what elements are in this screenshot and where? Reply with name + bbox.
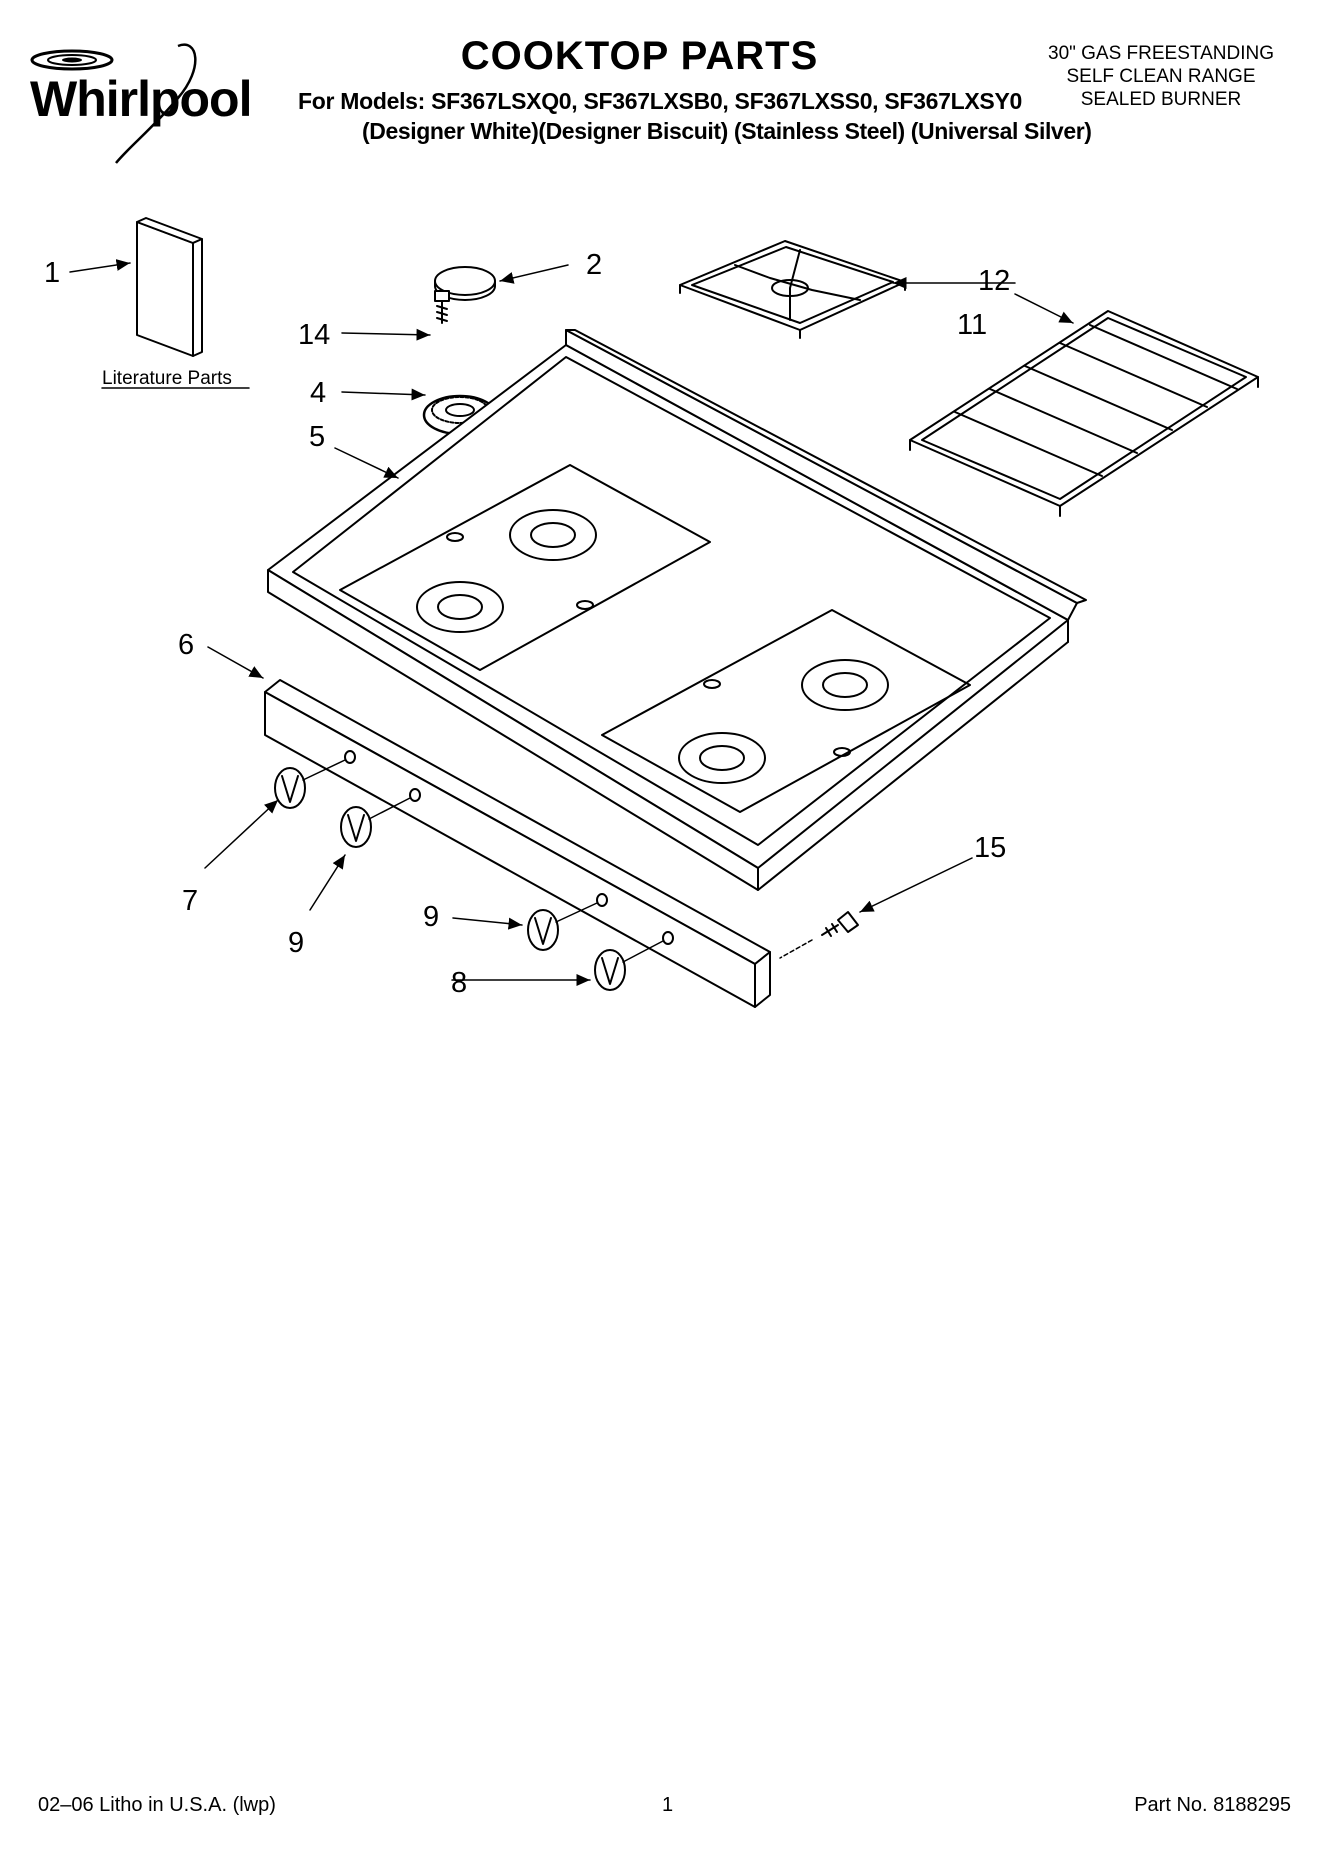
screw xyxy=(821,911,859,937)
knob xyxy=(340,806,372,848)
manifold-panel xyxy=(264,679,771,1008)
callout-label: 11 xyxy=(957,309,987,341)
rectangular-grate xyxy=(909,310,1259,517)
callout-label: 15 xyxy=(974,832,1006,864)
knob xyxy=(527,909,559,951)
cooktop xyxy=(267,329,1087,891)
product-description-line: SEALED BURNER xyxy=(1080,89,1242,110)
callout-label: 9 xyxy=(423,901,439,933)
callout-label: 4 xyxy=(310,377,326,409)
models-line: For Models: SF367LSXQ0, SF367LXSB0, SF36… xyxy=(298,88,1022,114)
product-description-line: SELF CLEAN RANGE xyxy=(1066,66,1256,87)
finishes-line: (Designer White)(Designer Biscuit) (Stai… xyxy=(362,118,1092,144)
knob xyxy=(274,767,306,809)
square-grate xyxy=(679,240,906,339)
whirlpool-logo: Whirlpool xyxy=(30,43,253,164)
callout-label: 14 xyxy=(298,319,330,351)
knob xyxy=(594,949,626,991)
callout-label: 12 xyxy=(978,265,1010,297)
literature-parts-booklet xyxy=(136,217,203,357)
page-title: COOKTOP PARTS xyxy=(460,34,819,78)
callout-label: 8 xyxy=(451,967,467,999)
footer-litho: 02–06 Litho in U.S.A. (lwp) xyxy=(38,1794,276,1816)
callout-label: 9 xyxy=(288,927,304,959)
callout-label: 2 xyxy=(586,249,602,281)
callout-label: 6 xyxy=(178,629,194,661)
footer-page-number: 1 xyxy=(662,1794,674,1816)
product-description-line: 30" GAS FREESTANDING xyxy=(1048,43,1274,64)
callout-label: 7 xyxy=(182,885,198,917)
svg-text:Whirlpool: Whirlpool xyxy=(30,71,252,127)
footer-part-number: Part No. 8188295 xyxy=(1134,1794,1291,1816)
callout-label: 5 xyxy=(309,421,325,453)
callout-label: 1 xyxy=(44,257,60,289)
screw xyxy=(434,290,450,324)
product-description: 30" GAS FREESTANDING SELF CLEAN RANGE SE… xyxy=(1031,42,1291,111)
literature-parts-label: Literature Parts xyxy=(102,368,232,389)
